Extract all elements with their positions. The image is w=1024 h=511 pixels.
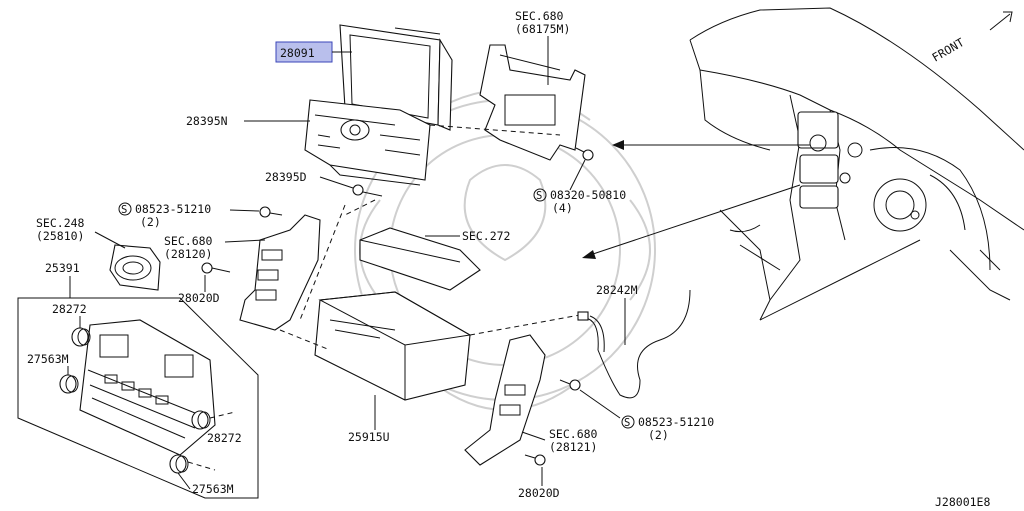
svg-text:S: S xyxy=(536,190,542,202)
label-sec680-top[interactable]: SEC.680 xyxy=(515,9,564,23)
label-25391[interactable]: 25391 xyxy=(45,261,80,275)
part-28395N-control-unit[interactable] xyxy=(304,99,431,186)
label-28395D[interactable]: 28395D xyxy=(265,170,307,184)
part-28272-knob-b[interactable] xyxy=(191,410,211,430)
label-sec272[interactable]: SEC.272 xyxy=(462,229,510,243)
arrow-head-icon xyxy=(612,140,624,150)
label-08320-qty[interactable]: (4) xyxy=(552,201,573,215)
label-08523-a-qty[interactable]: (2) xyxy=(140,215,161,229)
part-08320-screw[interactable] xyxy=(575,147,594,161)
label-25915U[interactable]: 25915U xyxy=(348,430,390,444)
svg-text:S: S xyxy=(121,204,127,216)
arrow-head-icon xyxy=(582,250,596,259)
label-28120[interactable]: (28120) xyxy=(164,247,212,261)
label-25810[interactable]: (25810) xyxy=(36,229,84,243)
part-bracket-28120[interactable] xyxy=(239,214,321,331)
label-28395N[interactable]: 28395N xyxy=(186,114,228,128)
part-bracket-68175M[interactable] xyxy=(479,44,586,161)
part-28020D-screw-b[interactable] xyxy=(524,454,546,466)
part-08523-screw-a[interactable] xyxy=(259,206,283,218)
part-25391-control-panel[interactable] xyxy=(79,319,216,456)
label-28020D-b[interactable]: 28020D xyxy=(518,486,560,500)
label-28272-a[interactable]: 28272 xyxy=(52,302,87,316)
label-28091[interactable]: 28091 xyxy=(280,46,315,60)
part-28242M-cable[interactable] xyxy=(577,289,691,399)
label-28272-b[interactable]: 28272 xyxy=(207,431,242,445)
label-sec680-right[interactable]: SEC.680 xyxy=(549,427,598,441)
label-28121[interactable]: (28121) xyxy=(549,440,597,454)
part-bracket-28121[interactable] xyxy=(464,334,546,466)
part-28091-display[interactable] xyxy=(339,24,453,131)
reference-arrows xyxy=(582,140,810,259)
label-08523-51210-a[interactable]: 08523-51210 xyxy=(135,202,211,216)
label-68175M[interactable]: (68175M) xyxy=(515,22,570,36)
screw-symbol-icon xyxy=(533,188,547,202)
front-indicator: FRONT xyxy=(930,11,1013,65)
label-08320-50810[interactable]: 08320-50810 xyxy=(550,188,626,202)
label-28020D-a[interactable]: 28020D xyxy=(178,291,220,305)
screw-symbol-icon xyxy=(118,202,132,216)
label-28242M[interactable]: 28242M xyxy=(596,283,638,297)
label-08523-b-qty[interactable]: (2) xyxy=(648,428,669,442)
part-25915U-main-unit[interactable] xyxy=(314,291,472,401)
part-08523-screw-b[interactable] xyxy=(559,379,581,391)
front-arrow-icon xyxy=(989,11,1013,31)
label-27563M-b[interactable]: 27563M xyxy=(192,482,234,496)
label-27563M-a[interactable]: 27563M xyxy=(27,352,69,366)
dashboard-illustration xyxy=(689,7,1024,321)
screw-symbol-icon xyxy=(621,415,635,429)
label-sec248[interactable]: SEC.248 xyxy=(36,216,85,230)
label-08523-51210-b[interactable]: 08523-51210 xyxy=(638,415,714,429)
part-25391-group-box xyxy=(17,297,259,499)
figure-code: J28001E8 xyxy=(935,495,990,509)
part-sec272-unit[interactable] xyxy=(359,227,481,291)
part-sec248-speaker[interactable] xyxy=(109,244,161,291)
svg-text:S: S xyxy=(624,417,630,429)
part-27563M-knob-a[interactable] xyxy=(59,374,79,394)
part-28395D-screw[interactable] xyxy=(352,184,383,197)
label-sec680-left[interactable]: SEC.680 xyxy=(164,234,213,248)
front-label: FRONT xyxy=(930,35,967,64)
part-28272-knob-a[interactable] xyxy=(71,327,91,347)
part-28020D-screw-a[interactable] xyxy=(201,262,231,274)
part-27563M-knob-b[interactable] xyxy=(169,454,189,474)
